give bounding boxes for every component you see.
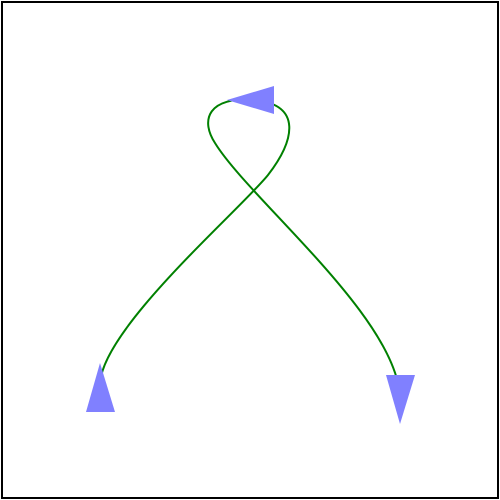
end-marker-triangle [386, 375, 415, 424]
start-marker-triangle [86, 363, 115, 412]
looped-curve [99, 98, 401, 401]
apex-marker-triangle [227, 86, 274, 114]
